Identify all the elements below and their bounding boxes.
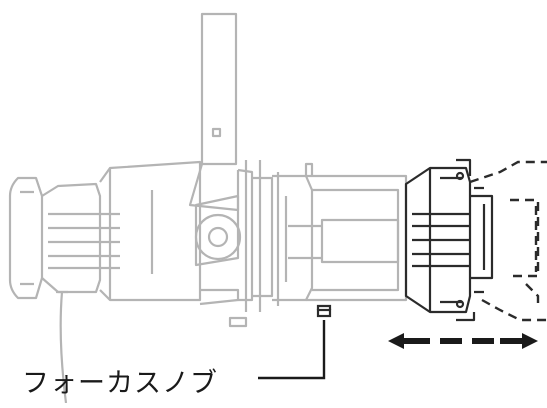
lens-extended-position [469, 160, 547, 322]
focus-knob [316, 304, 332, 318]
lens-tube-front [404, 158, 494, 322]
focus-knob-label: フォーカスノブ [22, 368, 218, 399]
callout-leader-line [258, 320, 326, 380]
travel-arrow [388, 333, 538, 349]
fixture-body [8, 12, 408, 404]
yoke [188, 12, 242, 267]
